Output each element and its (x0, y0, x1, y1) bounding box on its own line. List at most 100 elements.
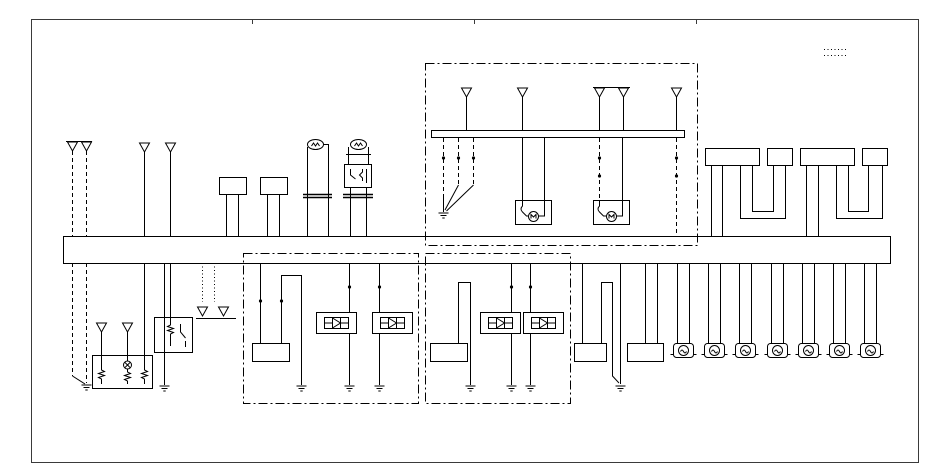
relay-icon (480, 312, 521, 334)
wire (466, 97, 677, 130)
wire (645, 263, 658, 343)
resistor-icon (122, 369, 133, 384)
connector-box (252, 343, 290, 362)
connector-box (574, 343, 607, 362)
ground-icon (618, 87, 629, 98)
splice-dot (674, 174, 679, 178)
wire (458, 282, 471, 385)
wire (711, 166, 819, 236)
ground-icon (594, 87, 605, 98)
ground-icon (461, 87, 472, 98)
wire (582, 263, 621, 384)
wire (260, 263, 302, 385)
lower-module-1 (243, 253, 419, 404)
wire (267, 195, 280, 236)
ground-icon (197, 306, 208, 317)
lamp-icon (764, 343, 791, 358)
label-mark (824, 49, 848, 56)
splice-dot (258, 299, 263, 303)
lower-connector-unit-1 (574, 263, 626, 392)
ground-icon (438, 212, 449, 219)
splice-dot (441, 156, 446, 160)
ground-icon (374, 385, 385, 392)
ground-icon (159, 385, 170, 392)
lamp-cross (124, 361, 131, 369)
ground-icon (165, 142, 176, 153)
splice-dot (674, 156, 679, 160)
switch-icon (350, 169, 367, 183)
connector-unit-1 (219, 177, 247, 236)
motor-icon (528, 211, 539, 222)
wire (443, 184, 474, 212)
switch-icon (165, 318, 186, 347)
module-boundary (243, 253, 419, 404)
wire (72, 375, 86, 385)
lamp-icon (732, 343, 759, 358)
lamp-icon (826, 343, 853, 358)
ground-icon (296, 385, 307, 392)
lamp-icon (795, 343, 822, 358)
lower-module-2 (425, 253, 571, 404)
ground-wire-164 (159, 263, 170, 392)
wire (349, 263, 380, 385)
connector-box (705, 148, 760, 166)
motor-box-2 (593, 200, 630, 225)
ground-icon (615, 385, 626, 392)
indicator-housing (92, 355, 153, 389)
relay-icon (372, 312, 413, 334)
module-boundary (425, 253, 571, 404)
ground-icon (218, 306, 229, 317)
lamp-icon (701, 343, 728, 358)
indicator-box (92, 263, 153, 389)
lamp-unit-1 (303, 139, 332, 236)
motor-icon (606, 211, 617, 222)
splice-dot (279, 299, 284, 303)
connector-box (767, 148, 793, 166)
lamp-icon (857, 343, 884, 358)
switch-box (154, 317, 193, 353)
connector-box (627, 343, 664, 362)
switch-unit (154, 263, 193, 353)
upper-right-connectors (705, 148, 888, 236)
connector-box (219, 177, 247, 195)
frame-ticks (252, 19, 697, 24)
connector-unit-2 (260, 177, 288, 236)
loop-wire (836, 166, 883, 219)
wire (443, 138, 474, 198)
wire (307, 144, 329, 236)
relay-icon (316, 312, 357, 334)
connector-box (800, 148, 855, 166)
connector-box (862, 148, 888, 166)
lamp-icon (350, 139, 367, 150)
ground-icon (67, 141, 78, 152)
clamp-bar (343, 193, 373, 199)
wire (226, 195, 239, 236)
splice-dot (377, 285, 382, 289)
wire (597, 138, 623, 217)
lamp-icon (670, 343, 697, 358)
ground-icon (122, 322, 133, 333)
ground-icon (465, 385, 476, 392)
splice-dot (528, 285, 533, 289)
splice-dot (509, 285, 514, 289)
ground-icon (81, 141, 92, 152)
lamp-unit-2 (343, 139, 373, 236)
clamp-bar (303, 193, 332, 199)
ground-icon (139, 142, 150, 153)
wire (72, 263, 87, 383)
dotted-grounds (196, 263, 236, 319)
wire (202, 263, 215, 302)
splice-dot (456, 156, 461, 160)
module-bus-bar (431, 130, 685, 138)
lower-left-ground-circuit (72, 263, 92, 391)
wire (144, 152, 171, 236)
wire (350, 188, 367, 236)
resistor-icon (139, 263, 150, 384)
lamp-row (670, 263, 884, 358)
drawing-frame (31, 19, 919, 463)
ground-icon (344, 385, 355, 392)
ground-icon (671, 87, 682, 98)
motor-box-1 (515, 200, 552, 225)
resistor-icon (96, 332, 107, 384)
